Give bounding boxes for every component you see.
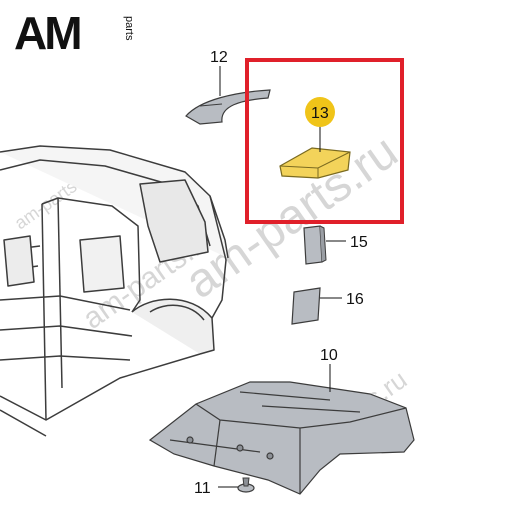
highlight-frame (245, 58, 404, 224)
callout-13-badge: 13 (305, 97, 335, 127)
part-15 (303, 225, 327, 265)
callout-11: 11 (194, 480, 211, 497)
part-10 (148, 381, 415, 495)
am-parts-logo: AM parts (14, 7, 135, 59)
vehicle-body (0, 145, 229, 437)
part-13 (279, 147, 351, 179)
callout-10: 10 (320, 347, 338, 364)
callout-12: 12 (210, 49, 228, 66)
logo-subtext: parts (123, 16, 135, 41)
callout-13: 13 (311, 105, 329, 122)
part-12 (185, 89, 271, 125)
part-11 (237, 477, 255, 493)
logo-letters: AM (14, 7, 80, 59)
part-16 (291, 287, 321, 325)
callout-15: 15 (350, 234, 368, 251)
callout-16: 16 (346, 291, 364, 308)
